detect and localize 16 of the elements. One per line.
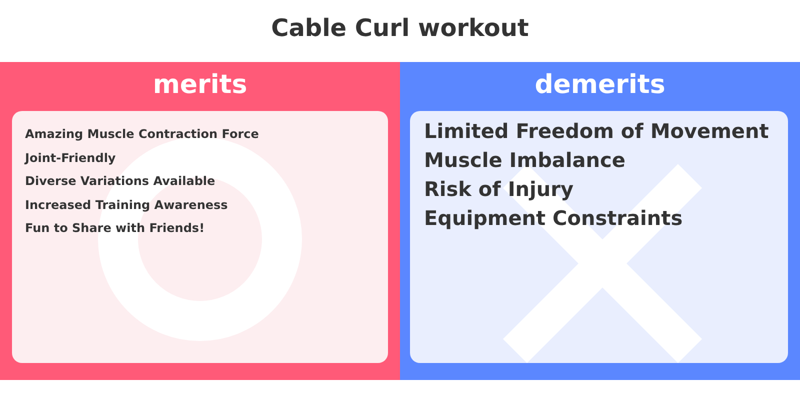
title: Cable Curl workout (270, 14, 530, 42)
panel-heading: demerits (534, 70, 666, 100)
list-card (410, 111, 788, 363)
list-item: Risk of Injury (424, 177, 575, 201)
list-item: Muscle Imbalance (424, 148, 626, 172)
list-item: Fun to Share with Friends! (25, 221, 206, 236)
panel (400, 62, 800, 380)
list-item: Increased Training Awareness (25, 198, 229, 212)
panel (0, 62, 400, 380)
list-item: Equipment Constraints (424, 206, 684, 230)
list-item: Amazing Muscle Contraction Force (25, 127, 260, 141)
list-card (12, 111, 388, 363)
list-item: Limited Freedom of Movement (424, 119, 770, 143)
list-item: Diverse Variations Available (25, 174, 216, 188)
list-item: Joint-Friendly (25, 150, 117, 165)
panel-heading: merits (152, 70, 248, 100)
